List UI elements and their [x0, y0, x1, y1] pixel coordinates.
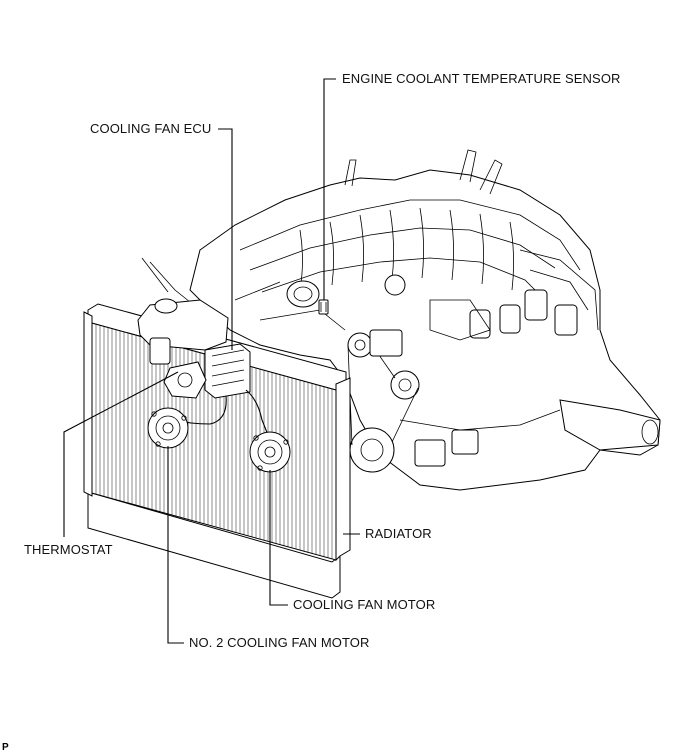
- leader-thermostat: [63, 371, 179, 537]
- reserve-tank: [137, 298, 229, 365]
- engine-coolant-temperature-sensor: [318, 299, 329, 315]
- thermostat: [163, 361, 207, 399]
- no2-cooling-fan-motor: [147, 407, 189, 449]
- label-thermostat: THERMOSTAT: [24, 542, 113, 557]
- leader-cooling-fan-ecu: [218, 128, 233, 350]
- leader-lines: [63, 78, 360, 644]
- label-ect-sensor: ENGINE COOLANT TEMPERATURE SENSOR: [342, 71, 621, 86]
- cooling-fan-ecu: [204, 343, 251, 399]
- leader-no2-cooling-fan-motor: [167, 446, 184, 644]
- radiator-unit: [83, 303, 351, 599]
- leader-ect-sensor: [323, 78, 336, 300]
- corner-code: P: [2, 742, 9, 753]
- label-no2-cooling-fan-motor: NO. 2 COOLING FAN MOTOR: [189, 635, 370, 650]
- engine-assembly: [141, 149, 661, 491]
- label-radiator: RADIATOR: [365, 526, 432, 541]
- label-cooling-fan-ecu: COOLING FAN ECU: [90, 121, 212, 136]
- label-cooling-fan-motor: COOLING FAN MOTOR: [293, 597, 436, 612]
- cooling-fan-motor: [249, 431, 291, 473]
- leader-cooling-fan-motor: [269, 470, 288, 606]
